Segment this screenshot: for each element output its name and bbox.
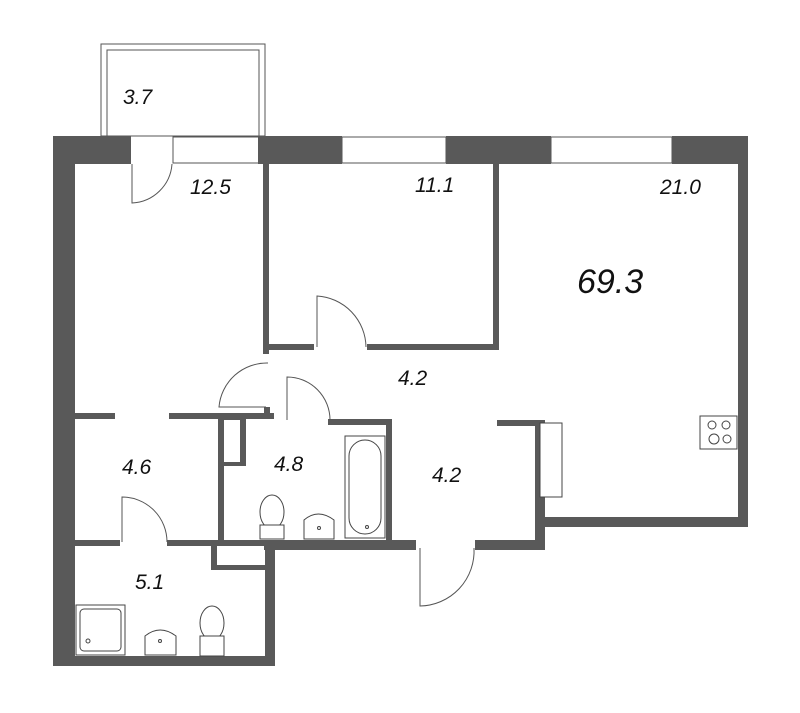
bathtub-icon [344, 435, 386, 539]
room-area-bedroom: 11.1 [415, 174, 455, 197]
room-area-wc: 5.1 [135, 571, 165, 594]
room-area-12-5: 12.5 [190, 176, 231, 199]
kitchen-cabinet [539, 422, 563, 498]
room-area-corridor: 4.6 [122, 456, 152, 479]
room-area-bathroom: 4.8 [274, 453, 304, 476]
balcony-outline [100, 43, 266, 137]
sink-icon [303, 513, 335, 540]
total-area: 69.3 [577, 263, 644, 301]
toilet-icon [259, 494, 285, 540]
room-area-living: 21.0 [660, 176, 701, 199]
stove-icon [699, 415, 738, 450]
doors [121, 163, 475, 607]
toilet-icon [199, 605, 225, 657]
room-area-hall-lower: 4.2 [432, 464, 462, 487]
room-area-balcony: 3.7 [123, 86, 153, 109]
sink-icon [144, 629, 177, 656]
room-area-hall-upper: 4.2 [398, 367, 428, 390]
windows [172, 136, 673, 164]
shower-tray-icon [75, 604, 126, 656]
